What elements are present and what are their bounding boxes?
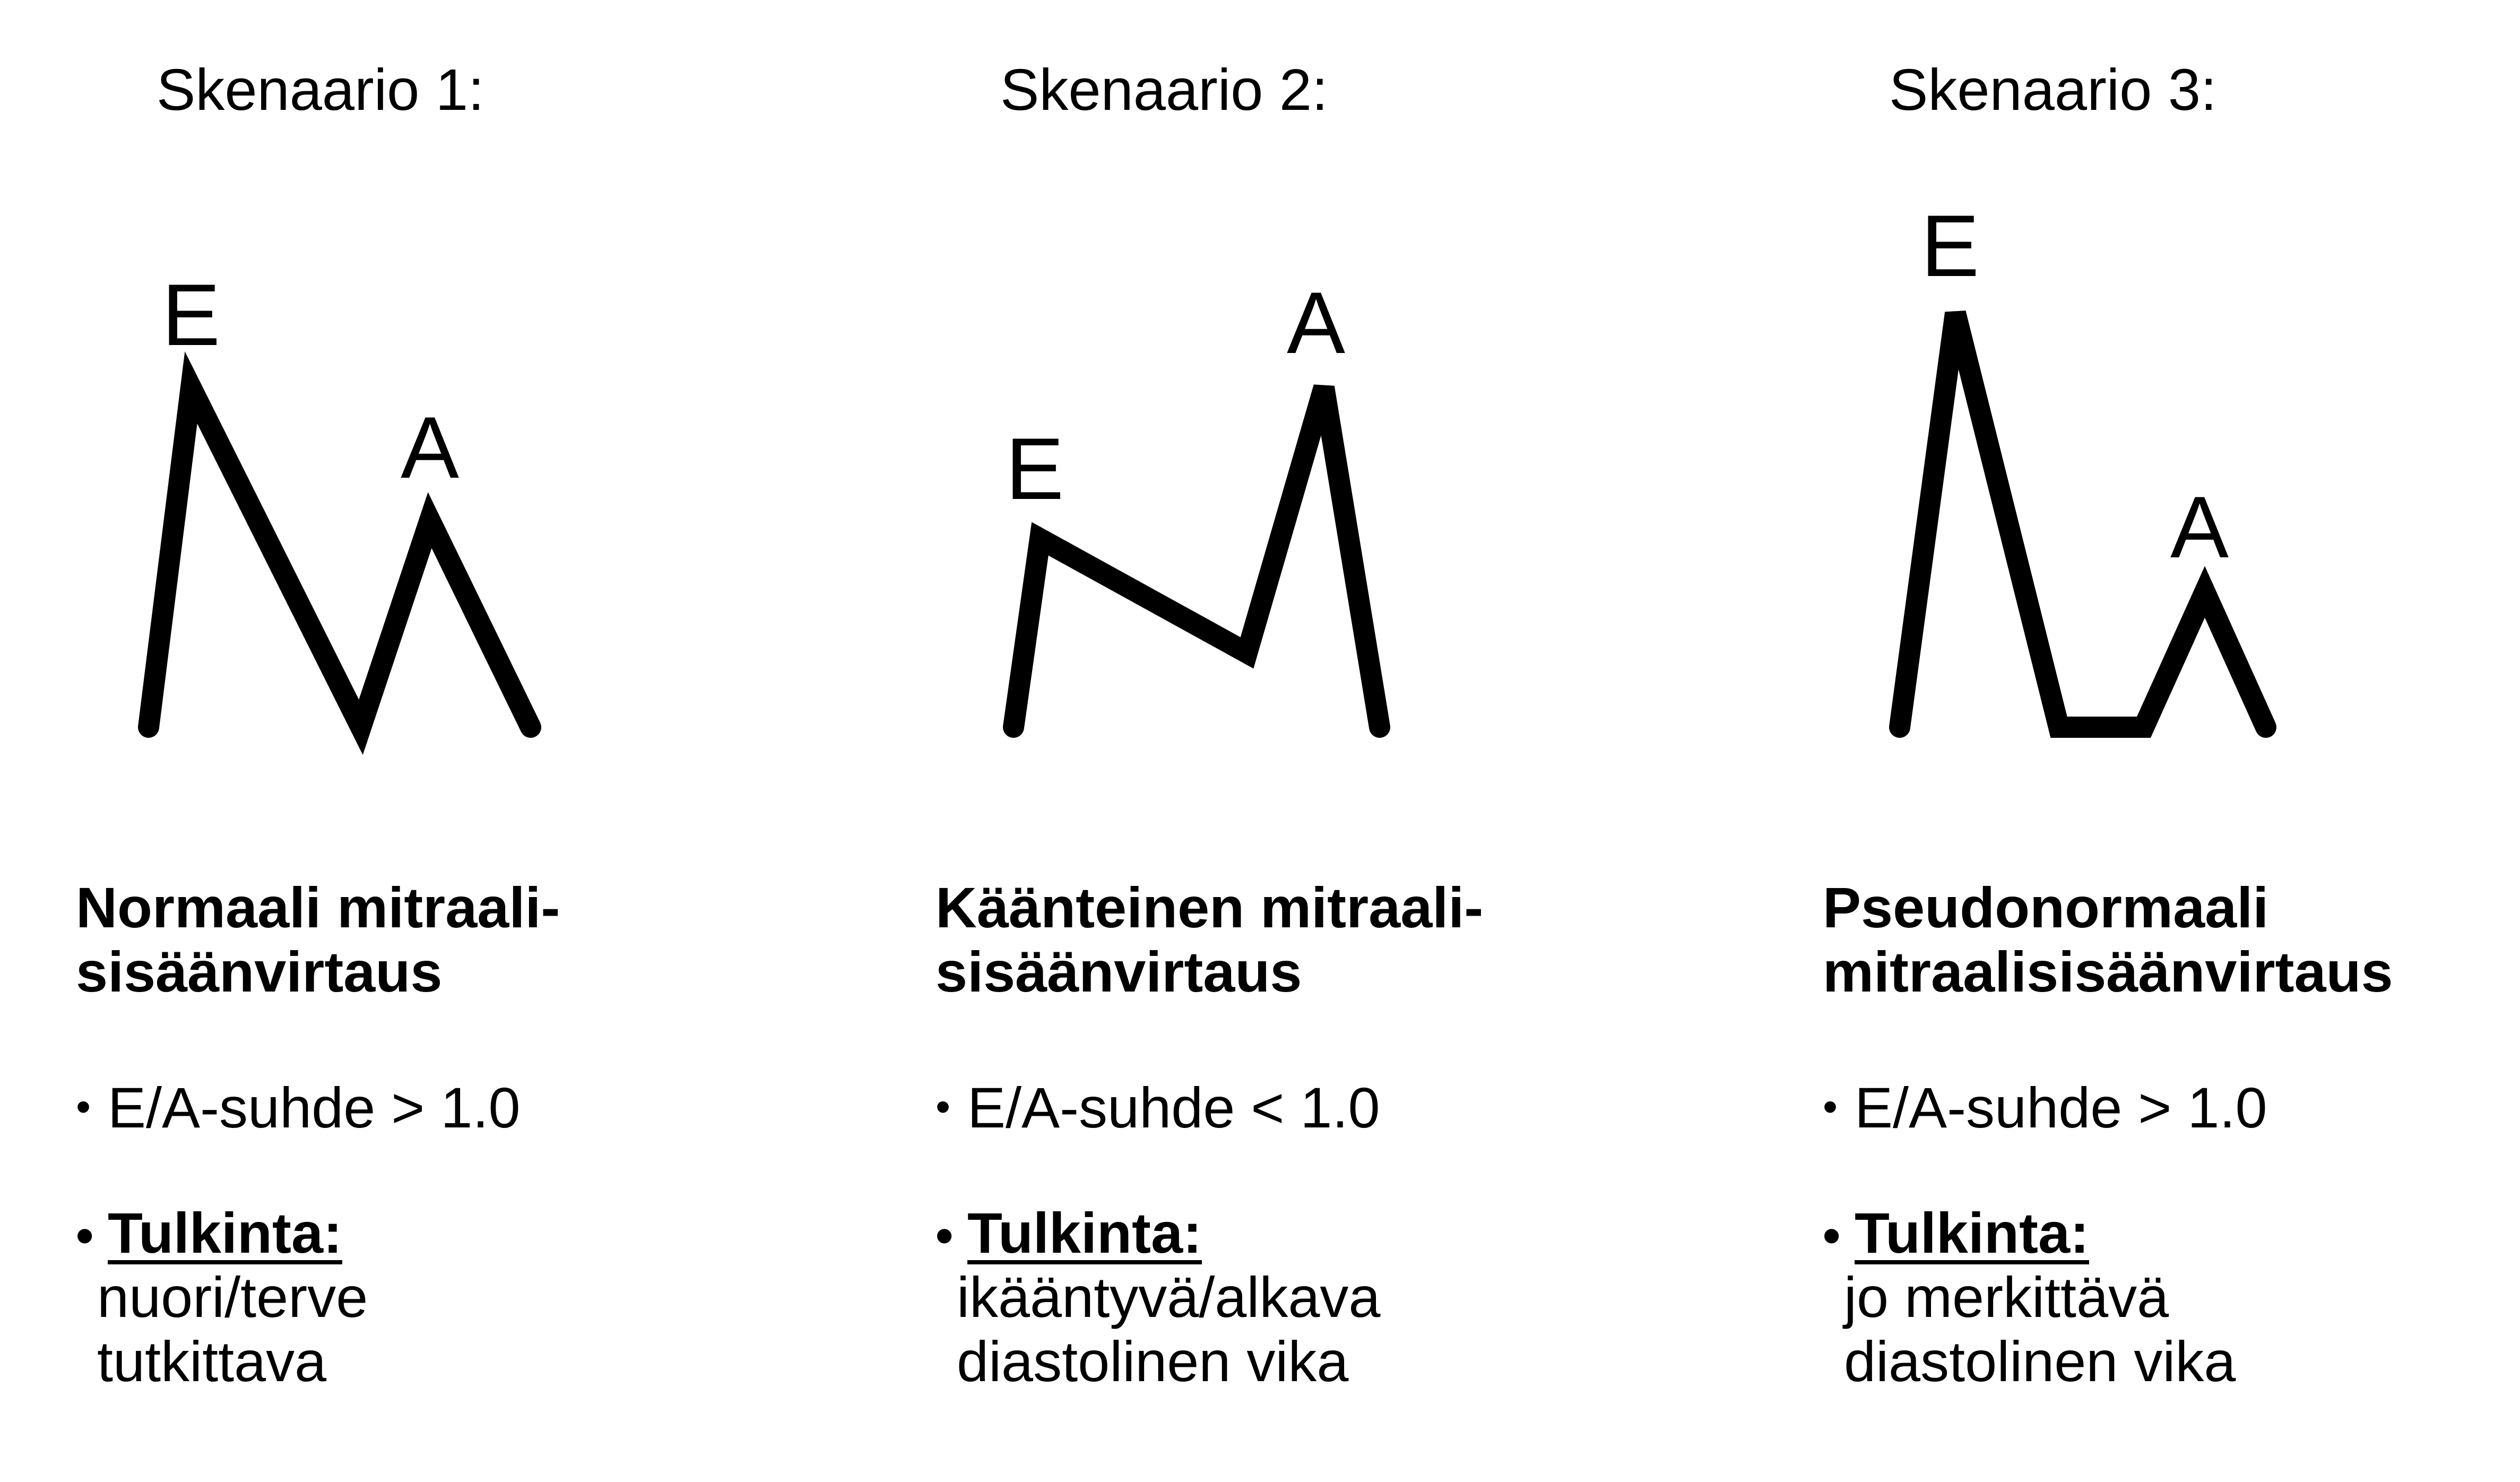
scenario-1-interpretation-text: nuori/terve tutkittava: [97, 1265, 560, 1394]
scenario-1-heading-line-2: sisäänvirtaus: [76, 939, 443, 1004]
scenario-3-description: Pseudonormaali mitraalisisäänvirtaus • E/…: [1823, 875, 2393, 1394]
scenario-3-flow-line: [1889, 311, 2276, 738]
scenario-2-heading-line-1: Käänteinen mitraali-: [936, 875, 1484, 940]
scenario-2-e-label: E: [1006, 420, 1064, 518]
scenario-2-ratio-row: • E/A-suhde < 1.0: [936, 1075, 1483, 1140]
scenario-3-interpretation-line-2: diastolinen vika: [1844, 1329, 2236, 1393]
scenario-2-interpretation-line-1: ikääntyvä/alkava: [957, 1264, 1381, 1329]
scenario-3-interpretation-label: Tulkinta:: [1855, 1200, 2089, 1265]
scenario-3-ratio: E/A-suhde > 1.0: [1855, 1075, 2267, 1140]
scenario-3-heading-line-2: mitraalisisäänvirtaus: [1823, 939, 2393, 1004]
scenario-3-interpretation-text: jo merkittävä diastolinen vika: [1844, 1265, 2393, 1394]
scenario-1-interpretation-line-2: tutkittava: [97, 1329, 327, 1393]
scenario-2-interpretation-text: ikääntyvä/alkava diastolinen vika: [957, 1265, 1483, 1394]
scenario-3-e-label: E: [1921, 197, 1979, 295]
scenario-3-title: Skenaario 3:: [1889, 57, 2217, 123]
scenario-2-interpretation-line-2: diastolinen vika: [957, 1329, 1349, 1393]
scenario-3-waveform: E A: [1889, 197, 2276, 738]
scenario-3-interpretation-row: •Tulkinta:: [1823, 1201, 2393, 1265]
scenario-3-heading-line-1: Pseudonormaali: [1823, 875, 2269, 940]
scenario-1-heading-line-1: Normaali mitraali-: [76, 875, 560, 940]
scenario-2-waveform: E A: [1003, 274, 1390, 738]
scenario-3-a-label: A: [2170, 478, 2229, 576]
scenario-2-interpretation-label: Tulkinta:: [967, 1200, 1202, 1265]
scenario-1-a-label: A: [401, 399, 459, 496]
scenario-1-panel: Skenaario 1: E A Normaali mitraali- sisä…: [0, 0, 849, 1482]
scenario-3-panel: Skenaario 3: E A Pseudonormaali mitraali…: [1725, 0, 2520, 1482]
scenario-2-ratio: E/A-suhde < 1.0: [967, 1075, 1380, 1140]
scenario-1-title: Skenaario 1:: [157, 57, 484, 123]
scenario-3-ratio-bullet: •: [1823, 1082, 1838, 1130]
scenario-1-interpretation-line-1: nuori/terve: [97, 1264, 368, 1329]
scenario-2-title: Skenaario 2:: [1000, 57, 1328, 123]
scenario-2-interpretation-row: •Tulkinta:: [936, 1201, 1483, 1265]
scenario-1-waveform: E A: [138, 266, 541, 755]
scenario-1-flow-line: [138, 351, 541, 755]
scenario-1-interpretation-row: •Tulkinta:: [76, 1201, 560, 1265]
scenario-1-interpretation-label: Tulkinta:: [108, 1200, 342, 1265]
scenario-2-ratio-bullet: •: [936, 1082, 951, 1130]
scenario-2-flow-line: [1003, 384, 1390, 738]
scenario-1-description: Normaali mitraali- sisäänvirtaus • E/A-su…: [76, 875, 560, 1394]
scenario-1-ratio-row: • E/A-suhde > 1.0: [76, 1075, 560, 1140]
scenario-1-ratio-bullet: •: [76, 1082, 91, 1130]
scenario-2-description: Käänteinen mitraali- sisäänvirtaus • E/A-…: [936, 875, 1484, 1394]
scenario-2-a-label: A: [1287, 274, 1345, 372]
scenario-2-heading-line-2: sisäänvirtaus: [936, 939, 1302, 1004]
scenario-2-interpretation-bullet: •: [936, 1207, 954, 1264]
scenario-2-panel: Skenaario 2: E A Käänteinen mitraali- si…: [849, 0, 1725, 1482]
scenario-3-ratio-row: • E/A-suhde > 1.0: [1823, 1075, 2393, 1140]
scenario-1-ratio: E/A-suhde > 1.0: [108, 1075, 521, 1140]
scenario-1-e-label: E: [162, 266, 220, 364]
scenario-1-interpretation-bullet: •: [76, 1207, 94, 1264]
scenario-3-interpretation-line-1: jo merkittävä: [1844, 1264, 2169, 1329]
scenario-3-interpretation-bullet: •: [1823, 1207, 1841, 1264]
